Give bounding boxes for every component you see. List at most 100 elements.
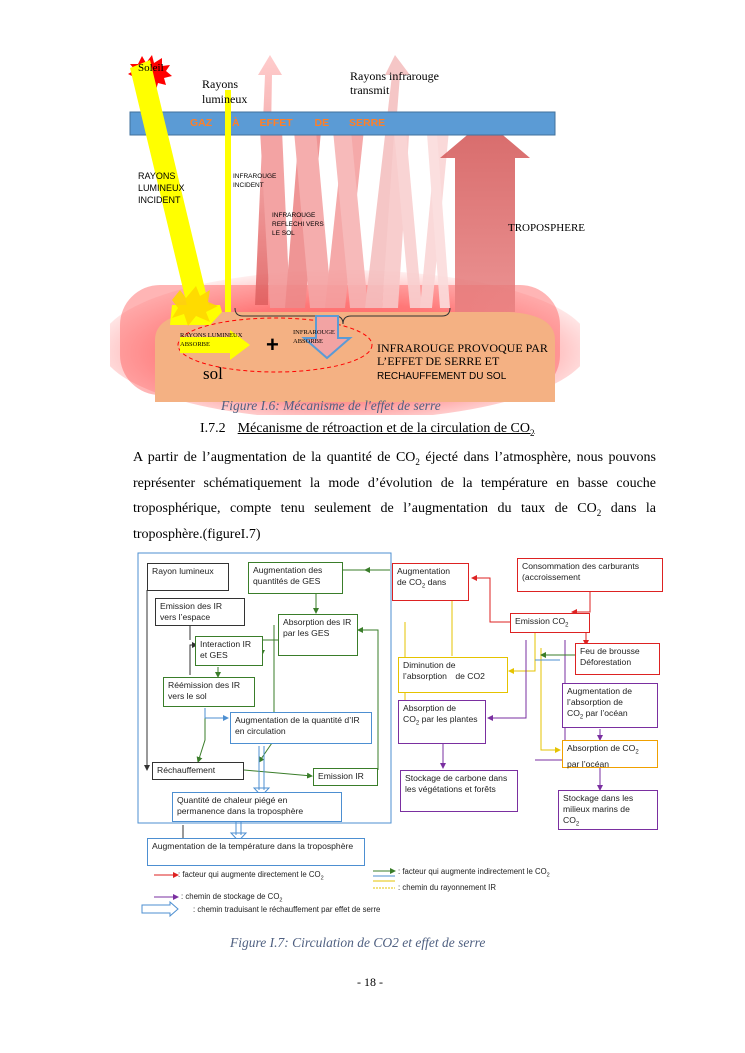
legend-indirect-co2: : facteur qui augmente indirectement le … xyxy=(398,867,550,879)
text: par l’océan xyxy=(583,708,628,718)
box-ir-absorption-ges: Absorption des IR par les GES xyxy=(278,614,358,656)
box-interaction: Interaction IR et GES xyxy=(195,636,263,666)
big-upward-arrow xyxy=(440,120,530,312)
box-co2-increase: Augmentation de CO2 dans xyxy=(392,563,469,601)
box-ir-emission: Emission IR xyxy=(313,768,378,786)
text: Feu de brousse xyxy=(580,646,640,656)
paragraph-line: A partir de l’augmentation de la quantit… xyxy=(133,445,656,471)
text: dans la xyxy=(601,501,657,516)
subscript: 2 xyxy=(575,821,580,828)
ir-reflected-label: INFRAROUGE REFLECHI VERS LE SOL xyxy=(272,212,324,237)
box-ir-emission-space: Emission des IR vers l’espace xyxy=(155,598,245,626)
text: de CO xyxy=(397,577,422,587)
soil-shape xyxy=(155,312,555,402)
greenhouse-band-label: GAZ À EFFET DE SERRE xyxy=(190,117,385,129)
figure-7-caption: Figure I.7: Circulation de CO2 et effet … xyxy=(230,935,486,950)
light-rays-label: Rayons lumineux xyxy=(202,77,248,106)
text: : facteur qui augmente indirectement le … xyxy=(398,867,547,876)
absorbed-light-label: RAYONS LUMINEUX ABSORBE xyxy=(180,332,243,348)
box-warming: Réchauffement xyxy=(152,762,244,780)
legend-co2-storage: : chemin de stockage de CO2 xyxy=(181,892,282,904)
section-title: Mécanisme de rétroaction et de la circul… xyxy=(237,421,535,438)
text: Augmentation de l’absorption de xyxy=(567,686,632,707)
box-reemission: Réémission des IR vers le sol xyxy=(163,677,255,707)
greenhouse-diagram xyxy=(100,50,590,420)
ir-provoked-line: INFRAROUGE PROVOQUE PAR xyxy=(377,341,548,355)
legend-ir-path: : chemin du rayonnement IR xyxy=(398,883,496,892)
section-number: I.7.2 xyxy=(200,421,226,436)
text: Déforestation xyxy=(580,657,632,667)
sun-label: Soleil xyxy=(138,62,164,74)
band-word: EFFET xyxy=(259,117,293,129)
box-bush-fire: Feu de brousse Déforestation xyxy=(575,643,660,675)
body-paragraph: A partir de l’augmentation de la quantit… xyxy=(133,445,656,547)
subscript: 2 xyxy=(635,749,639,756)
text: par l’océan xyxy=(567,758,610,769)
subscript: 2 xyxy=(415,456,420,467)
page-number: - 18 - xyxy=(357,975,383,989)
box-co2-emission: Emission CO2 xyxy=(510,613,590,633)
plus-sign: + xyxy=(266,332,279,357)
band-word: GAZ xyxy=(190,117,213,129)
subscript: 2 xyxy=(596,507,602,518)
text: : facteur qui augmente directement le CO xyxy=(178,870,321,879)
subscript: 2 xyxy=(530,427,535,438)
legend-warming-path: : chemin traduisant le réchauffement par… xyxy=(193,905,381,914)
subscript: 2 xyxy=(579,714,584,721)
legend-direct-co2: : facteur qui augmente directement le CO… xyxy=(178,870,324,882)
text: troposphérique, compte tenu seulement de… xyxy=(133,501,597,516)
text: dans xyxy=(425,577,447,587)
box-light-ray: Rayon lumineux xyxy=(147,563,229,591)
ir-incident-label: INFRAROUGE INCIDENT xyxy=(233,173,277,189)
text: de CO2 xyxy=(455,671,485,681)
absorption-ellipse xyxy=(177,317,373,373)
text: Emission CO xyxy=(515,616,566,626)
section-heading: I.7.2 Mécanisme de rétroaction et de la … xyxy=(200,421,535,438)
soil-label: sol xyxy=(203,364,223,383)
paragraph-line: représenter schématiquement la mode d’év… xyxy=(133,475,656,491)
paragraph-line: troposphérique, compte tenu seulement de… xyxy=(133,496,656,522)
text: éjecté dans l’atmosphère, nous pouvons xyxy=(419,450,656,465)
absorbed-ir-arrow xyxy=(301,315,353,360)
troposphere-label: TROPOSPHERE xyxy=(508,222,586,234)
text: : chemin de stockage de CO xyxy=(181,892,280,901)
text: Augmentation xyxy=(397,566,451,576)
section-title-text: Mécanisme de rétroaction et de la circul… xyxy=(237,421,530,436)
ir-provoked-label: INFRAROUGE PROVOQUE PAR L’EFFET DE SERRE… xyxy=(377,342,548,368)
band-word: DE xyxy=(314,117,330,129)
incident-light-label: RAYONS LUMINEUX INCIDENT xyxy=(138,171,185,205)
text: CO xyxy=(403,714,416,724)
figure-6-caption: Figure I.6: Mécanisme de l'effet de serr… xyxy=(221,398,441,413)
text: l’absorption xyxy=(403,671,447,681)
box-fuel-consumption: Consommation des carburants (accroisseme… xyxy=(517,558,663,592)
absorbed-ir-label: INFRAROUGE ABSORBE xyxy=(293,329,335,345)
ir-provoked-line: L’EFFET DE SERRE ET xyxy=(377,354,500,368)
absorbed-light-arrow xyxy=(180,330,250,360)
greenhouse-diagram-graphic xyxy=(100,55,590,420)
soil-warming-label: RECHAUFFEMENT DU SOL xyxy=(377,371,507,382)
sun-ray xyxy=(130,60,210,318)
box-plant-absorption: Absorption de CO2 par les plantes xyxy=(398,700,486,744)
text: Diminution de xyxy=(403,660,456,670)
text: CO xyxy=(567,708,580,718)
text: Absorption de CO xyxy=(567,743,636,753)
subscript: 2 xyxy=(421,583,426,590)
subscript: 2 xyxy=(546,872,550,879)
text: Stockage dans les milieux marins de xyxy=(563,793,634,814)
text: par les plantes xyxy=(419,714,478,724)
box-trapped-heat: Quantité de chaleur piégé en permanence … xyxy=(172,792,342,822)
box-ir-circulation: Augmentation de la quantité d’IR en circ… xyxy=(230,712,372,744)
incident-ray xyxy=(225,90,231,312)
subscript: 2 xyxy=(415,720,420,727)
text: CO xyxy=(563,815,576,825)
box-absorption-decrease: Diminution de l’absorption de CO2 xyxy=(398,657,508,693)
band-word: SERRE xyxy=(348,117,386,129)
paragraph-line: troposphère.(figureI.7) xyxy=(133,526,261,542)
infrared-arrows xyxy=(255,55,450,308)
box-marine-storage: Stockage dans les milieux marins de CO2 xyxy=(558,790,658,830)
subscript: 2 xyxy=(279,897,283,904)
band-word: À xyxy=(232,117,240,129)
box-ges-increase: Augmentation des quantités de GES xyxy=(248,562,343,594)
subscript: 2 xyxy=(320,875,324,882)
